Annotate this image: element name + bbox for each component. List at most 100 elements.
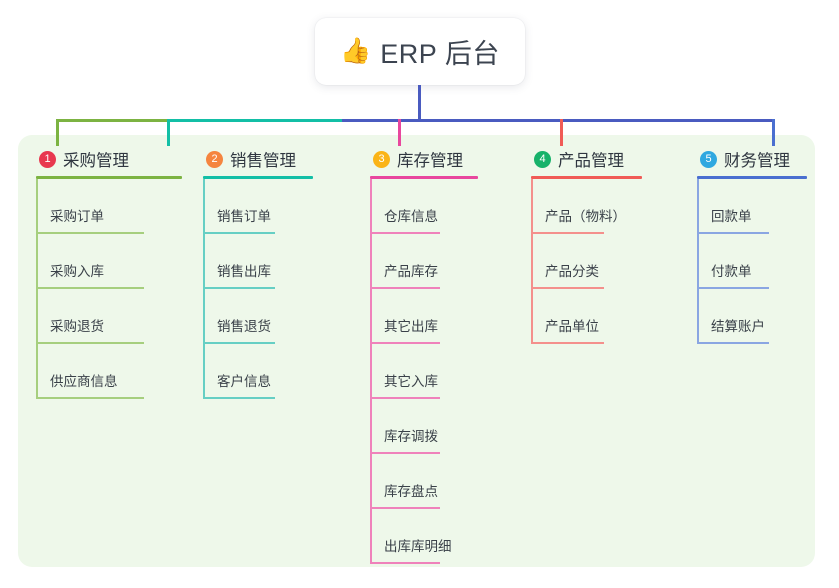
list-item[interactable]: 采购订单 [36,179,182,234]
list-item-rule [370,562,440,564]
column-spine-2 [203,179,205,399]
column-badge-2: 2 [206,150,223,168]
list-item[interactable]: 客户信息 [203,344,313,399]
list-item[interactable]: 出库库明细 [370,509,478,564]
list-item[interactable]: 仓库信息 [370,179,478,234]
list-item-label: 销售出库 [217,264,271,279]
drop-line-5 [772,119,775,146]
list-item-rule [203,232,275,234]
list-item[interactable]: 库存盘点 [370,454,478,509]
column-items-5: 回款单付款单结算账户 [697,179,807,344]
list-item[interactable]: 采购入库 [36,234,182,289]
list-item[interactable]: 付款单 [697,234,807,289]
root-node-title: ERP 后台 [380,39,500,69]
list-item-label: 其它入库 [384,374,438,389]
list-item-label: 结算账户 [711,319,765,334]
list-item-label: 回款单 [711,209,752,224]
list-item-rule [370,342,440,344]
column-header-rule-5 [697,176,807,179]
list-item-rule [697,342,769,344]
root-node-card[interactable]: 👍 ERP 后台 [315,18,525,85]
list-item[interactable]: 产品单位 [531,289,642,344]
column-items-3: 仓库信息产品库存其它出库其它入库库存调拨库存盘点出库库明细 [370,179,478,564]
column-items-4: 产品（物料） 产品分类产品单位 [531,179,642,344]
list-item-label: 采购订单 [50,209,104,224]
drop-line-3 [398,119,401,146]
list-item[interactable]: 其它出库 [370,289,478,344]
list-item[interactable]: 库存调拨 [370,399,478,454]
drop-line-1 [56,119,59,146]
list-item-label: 采购入库 [50,264,104,279]
list-item[interactable]: 结算账户 [697,289,807,344]
column-badge-4: 4 [534,150,551,168]
list-item-rule [531,342,604,344]
list-item[interactable]: 销售订单 [203,179,313,234]
list-item-rule [203,342,275,344]
list-item-rule [697,232,769,234]
column-badge-3: 3 [373,150,390,168]
column-items-2: 销售订单销售出库销售退货客户信息 [203,179,313,399]
list-item-label: 销售退货 [217,319,271,334]
list-item[interactable]: 产品库存 [370,234,478,289]
column-header-4[interactable]: 4 产品管理 [531,146,642,172]
list-item-rule [370,452,440,454]
drop-line-2 [167,119,170,146]
list-item-rule [370,287,440,289]
column-title-1: 采购管理 [63,152,129,170]
thumbs-up-icon: 👍 [340,37,372,65]
column-spine-5 [697,179,699,344]
list-item-label: 销售订单 [217,209,271,224]
list-item-label: 其它出库 [384,319,438,334]
column-header-2[interactable]: 2 销售管理 [203,146,313,172]
list-item[interactable]: 采购退货 [36,289,182,344]
list-item-label: 产品库存 [384,264,438,279]
list-item-rule [203,287,275,289]
list-item[interactable]: 产品（物料） [531,179,642,234]
column-2: 2 销售管理销售订单销售出库销售退货客户信息 [203,146,313,399]
list-item-label: 付款单 [711,264,752,279]
list-item-rule [36,232,144,234]
column-spine-3 [370,179,372,564]
list-item-label: 仓库信息 [384,209,438,224]
list-item-label: 出库库明细 [384,539,452,554]
list-item-label: 客户信息 [217,374,271,389]
list-item-rule [36,397,144,399]
list-item-label: 产品分类 [545,264,599,279]
list-item-label: 库存调拨 [384,429,438,444]
column-header-rule-1 [36,176,182,179]
list-item-rule [697,287,769,289]
column-spine-1 [36,179,38,399]
list-item[interactable]: 产品分类 [531,234,642,289]
column-spine-4 [531,179,533,344]
list-item[interactable]: 销售出库 [203,234,313,289]
list-item[interactable]: 供应商信息 [36,344,182,399]
list-item-rule [370,397,440,399]
bus-segment-2 [167,119,345,122]
column-badge-5: 5 [700,150,717,168]
bus-segment-3 [342,119,774,122]
list-item-rule [36,342,144,344]
list-item-rule [203,397,275,399]
list-item[interactable]: 回款单 [697,179,807,234]
column-title-2: 销售管理 [230,152,296,170]
column-header-1[interactable]: 1 采购管理 [36,146,182,172]
list-item-label: 产品（物料） [545,209,626,224]
list-item[interactable]: 销售退货 [203,289,313,344]
column-header-rule-2 [203,176,313,179]
column-badge-1: 1 [39,150,56,168]
drop-line-4 [560,119,563,146]
list-item-rule [531,287,604,289]
column-1: 1 采购管理采购订单采购入库采购退货供应商信息 [36,146,182,399]
list-item-label: 采购退货 [50,319,104,334]
list-item-label: 库存盘点 [384,484,438,499]
list-item[interactable]: 其它入库 [370,344,478,399]
list-item-label: 产品单位 [545,319,599,334]
diagram-background-panel [18,135,815,567]
list-item-rule [370,232,440,234]
column-title-4: 产品管理 [558,152,624,170]
column-4: 4 产品管理产品（物料） 产品分类产品单位 [531,146,642,344]
